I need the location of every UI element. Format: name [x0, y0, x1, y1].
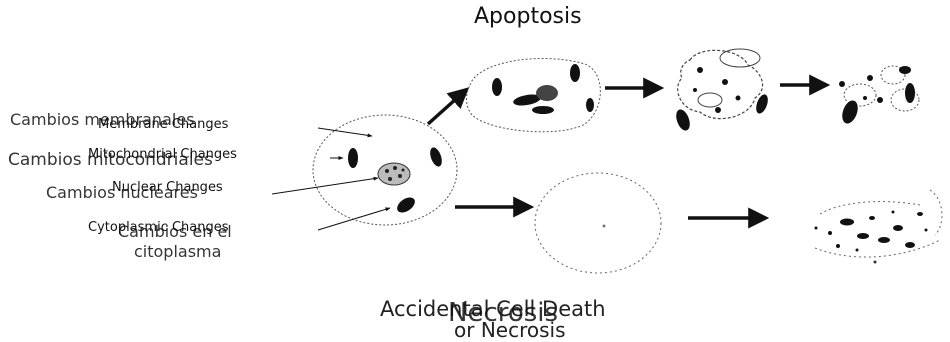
- lysed-cell: [815, 190, 942, 264]
- apoptotic-cell: [466, 59, 600, 132]
- mitochondrion: [348, 148, 358, 168]
- blebbing-cell: [674, 49, 771, 132]
- mitochondrion: [428, 146, 444, 168]
- apoptotic-bodies: [839, 66, 919, 126]
- nuclear-pointer: [272, 178, 378, 194]
- arrow-to-apoptosis: [428, 90, 466, 124]
- normal-cell: [313, 115, 457, 225]
- nucleus: [378, 163, 410, 185]
- membrane-pointer: [318, 128, 372, 136]
- cyto-pointer: [318, 208, 390, 230]
- swollen-cell: [535, 173, 661, 273]
- mitochondrion: [394, 194, 417, 215]
